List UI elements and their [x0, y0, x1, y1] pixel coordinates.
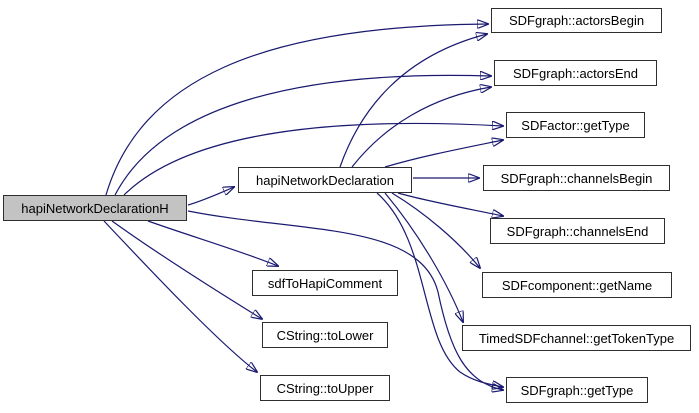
edge-root-to-cstring-to-upper: [103, 220, 257, 372]
node-sdf-to-hapi-comment[interactable]: sdfToHapiComment: [252, 270, 398, 296]
node-cstring-to-upper[interactable]: CString::toUpper: [260, 375, 390, 401]
edge-hapi-network-declaration-to-sdfgraph-actors-begin: [339, 34, 487, 168]
node-timedsdfchannel-get-token-type[interactable]: TimedSDFchannel::getTokenType: [462, 325, 691, 351]
node-cstring-to-lower[interactable]: CString::toLower: [262, 322, 388, 348]
edge-hapi-network-declaration-to-timedsdfchannel-get-token-type: [384, 192, 463, 322]
node-sdfactor-get-type[interactable]: SDFactor::getType: [506, 112, 645, 138]
edge-root-to-hapi-network-declaration: [187, 187, 234, 206]
edge-root-to-sdf-to-hapi-comment: [147, 220, 278, 266]
node-sdfgraph-channels-begin[interactable]: SDFgraph::channelsBegin: [483, 165, 670, 191]
node-sdfgraph-get-type[interactable]: SDFgraph::getType: [506, 377, 648, 403]
edge-root-to-sdfgraph-actors-begin: [105, 24, 488, 196]
node-sdfcomponent-get-name[interactable]: SDFcomponent::getName: [482, 272, 672, 298]
node-sdfgraph-actors-end[interactable]: SDFgraph::actorsEnd: [494, 60, 657, 86]
edge-root-to-sdfgraph-actors-end: [114, 75, 491, 196]
edge-hapi-network-declaration-to-sdfgraph-actors-end: [351, 87, 491, 168]
node-hapi-network-declaration[interactable]: hapiNetworkDeclaration: [238, 167, 412, 193]
node-sdfgraph-channels-end[interactable]: SDFgraph::channelsEnd: [490, 218, 665, 244]
edge-hapi-network-declaration-to-sdfgraph-get-type: [376, 192, 503, 387]
edge-hapi-network-declaration-to-sdfgraph-channels-end: [397, 192, 503, 216]
edge-hapi-network-declaration-to-sdfcomponent-get-name: [391, 192, 480, 268]
node-hapi-network-declaration-h[interactable]: hapiNetworkDeclarationH: [3, 195, 187, 221]
edge-hapi-network-declaration-to-sdfactor-get-type: [384, 140, 503, 168]
node-sdfgraph-actors-begin[interactable]: SDFgraph::actorsBegin: [491, 8, 662, 33]
edge-root-to-sdfactor-get-type: [123, 123, 503, 196]
edge-root-to-sdfgraph-get-type: [187, 210, 503, 390]
edge-root-to-cstring-to-lower: [111, 220, 262, 319]
